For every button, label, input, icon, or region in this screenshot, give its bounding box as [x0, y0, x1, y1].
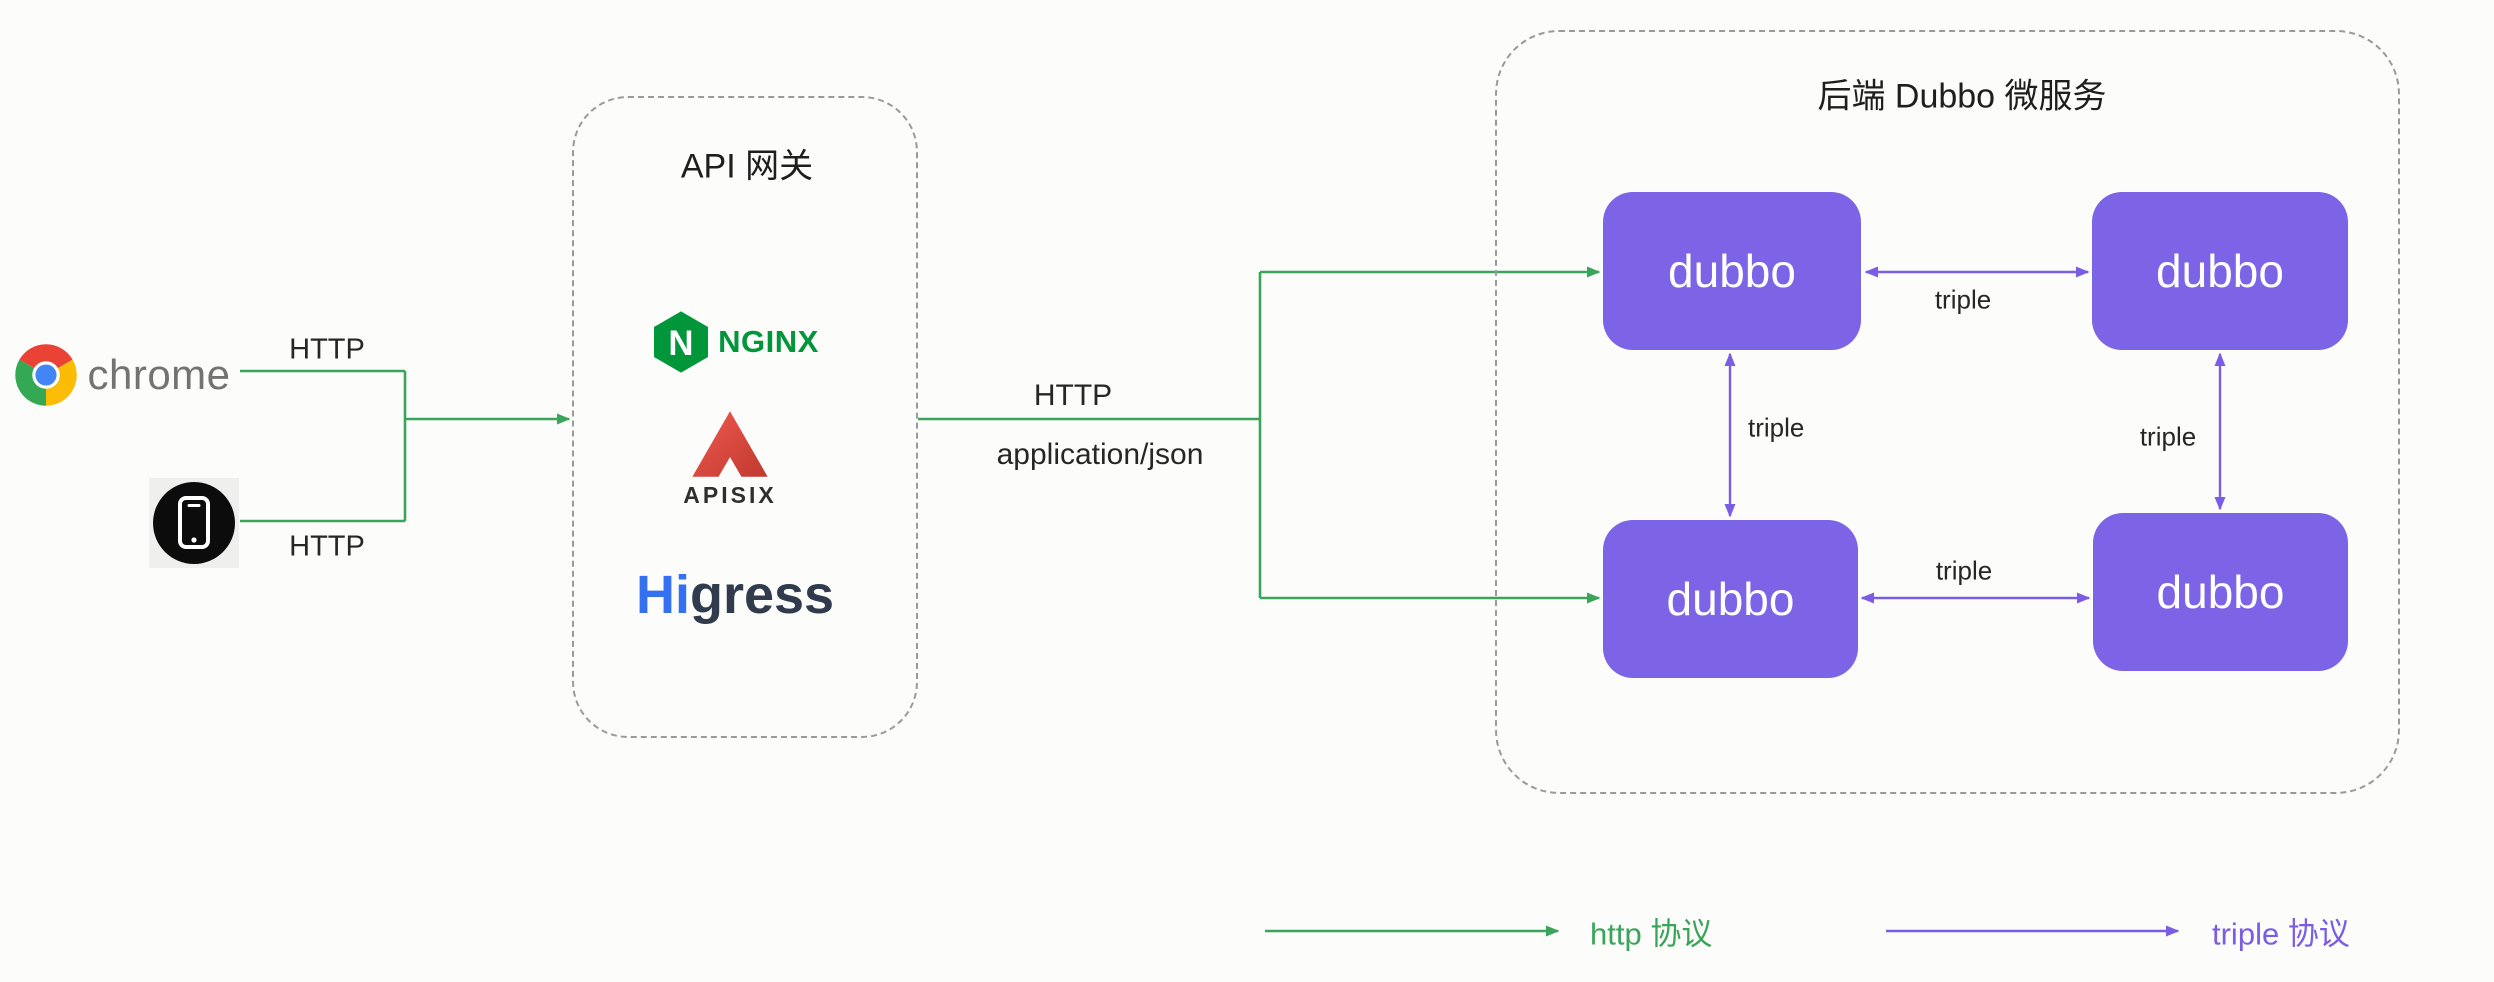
dubbo-node-label: dubbo [1668, 245, 1796, 297]
smartphone-icon [149, 478, 239, 568]
flow-content-type-label: application/json [996, 438, 1204, 471]
triple-label-right: triple [2139, 421, 2197, 452]
apisix-logo: APISIX [650, 408, 810, 509]
http-label-phone: HTTP [289, 530, 365, 563]
dubbo-cluster-title: 后端 Dubbo 微服务 [1817, 77, 2107, 116]
triple-label-bottom: triple [1935, 555, 1993, 586]
apisix-wordmark: APISIX [683, 482, 777, 508]
http-label-chrome: HTTP [289, 333, 365, 366]
chrome-label: chrome [87, 351, 231, 398]
nginx-logo: N NGINX [645, 306, 825, 378]
dubbo-node-top-right: dubbo [2092, 192, 2348, 350]
dubbo-node-label: dubbo [2156, 566, 2285, 618]
dubbo-cluster-container [1495, 30, 2400, 794]
dubbo-node-label: dubbo [1666, 573, 1795, 625]
nginx-hexagon-icon: N [654, 311, 709, 373]
svg-text:N: N [669, 324, 694, 363]
triple-label-left: triple [1748, 412, 1805, 443]
flow-http-label: HTTP [1033, 379, 1113, 412]
dubbo-node-bottom-right: dubbo [2093, 513, 2348, 671]
dubbo-node-top-left: dubbo [1603, 192, 1861, 350]
triple-label-top: triple [1934, 284, 1992, 315]
apisix-triangle-icon [692, 411, 768, 477]
legend-http-label: http 协议 [1590, 916, 1713, 952]
dubbo-node-bottom-left: dubbo [1603, 520, 1858, 678]
api-gateway-container [572, 96, 918, 738]
nginx-wordmark: NGINX [718, 324, 819, 359]
higress-h-glyph: H [635, 565, 675, 625]
higress-i-glyph: i [674, 565, 690, 625]
higress-wordmark: gress [689, 565, 835, 625]
api-gateway-title: API 网关 [680, 147, 814, 186]
chrome-browser-icon [15, 344, 77, 406]
legend-triple-label: triple 协议 [2212, 916, 2350, 952]
dubbo-node-label: dubbo [2156, 245, 2284, 297]
